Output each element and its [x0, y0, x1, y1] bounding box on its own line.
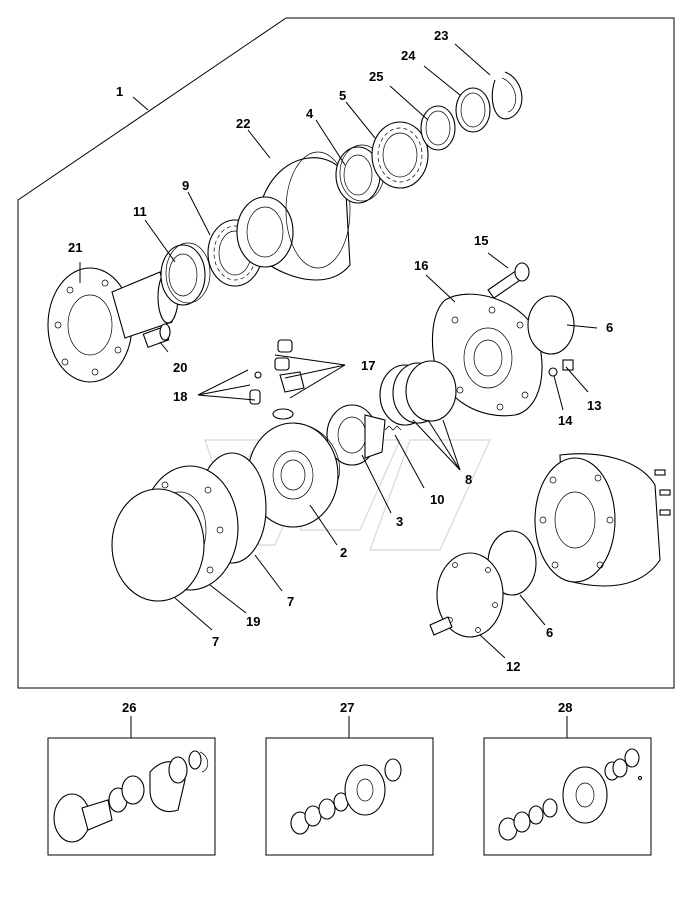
callout-2: 2 — [340, 545, 347, 560]
part-16-end-cover — [431, 293, 543, 417]
callout-7-inner: 7 — [287, 594, 294, 609]
part-11-seal — [160, 242, 211, 306]
callout-9: 9 — [182, 178, 189, 193]
callout-22: 22 — [236, 116, 250, 131]
assembly-frame — [17, 17, 675, 689]
callout-3: 3 — [396, 514, 403, 529]
kit-box-28 — [483, 737, 652, 856]
part-21-flange-shaft — [47, 267, 179, 383]
callout-19: 19 — [246, 614, 260, 629]
part-18-pins — [249, 371, 262, 405]
callout-17: 17 — [361, 358, 375, 373]
part-23-circlip — [491, 71, 523, 120]
callout-6-upper: 6 — [606, 320, 613, 335]
part-8-o-rings — [379, 360, 457, 426]
part-12-cover-plate — [429, 552, 504, 638]
leader-lines — [79, 43, 598, 738]
callout-21: 21 — [68, 240, 82, 255]
part-14-washer — [548, 367, 558, 377]
part-17-pins — [272, 339, 305, 420]
kit-box-26 — [47, 737, 216, 856]
part-10-spring — [384, 425, 402, 431]
part-6-o-ring-upper — [527, 295, 575, 355]
part-15-bolt — [487, 262, 530, 299]
part-24-washer — [455, 87, 491, 133]
callout-18: 18 — [173, 389, 187, 404]
callout-10: 10 — [430, 492, 444, 507]
callout-7-outer: 7 — [212, 634, 219, 649]
part-20-bolt — [142, 323, 171, 349]
callout-5: 5 — [339, 88, 346, 103]
callout-6-lower: 6 — [546, 625, 553, 640]
callout-13: 13 — [587, 398, 601, 413]
callout-20: 20 — [173, 360, 187, 375]
callout-labels: 1 21 11 9 22 4 5 25 24 23 15 16 6 17 18 … — [68, 28, 613, 715]
complete-motor-assembly — [534, 453, 671, 587]
callout-27: 27 — [340, 700, 354, 715]
callout-26: 26 — [122, 700, 136, 715]
callout-16: 16 — [414, 258, 428, 273]
kit-box-27 — [265, 737, 434, 856]
callout-14: 14 — [558, 413, 573, 428]
callout-28: 28 — [558, 700, 572, 715]
part-3-valve-plate — [326, 404, 386, 466]
callout-8: 8 — [465, 472, 472, 487]
part-7-o-ring-outer — [111, 488, 205, 602]
callout-24: 24 — [401, 48, 416, 63]
part-25-shim — [420, 105, 456, 151]
callout-12: 12 — [506, 659, 520, 674]
callout-11: 11 — [133, 204, 147, 219]
callout-1: 1 — [116, 84, 123, 99]
part-5-bearing — [371, 121, 429, 189]
callout-4: 4 — [306, 106, 314, 121]
part-13-plug — [562, 359, 574, 371]
part-22-housing — [236, 151, 351, 281]
callout-23: 23 — [434, 28, 448, 43]
callout-15: 15 — [474, 233, 488, 248]
callout-25: 25 — [369, 69, 383, 84]
